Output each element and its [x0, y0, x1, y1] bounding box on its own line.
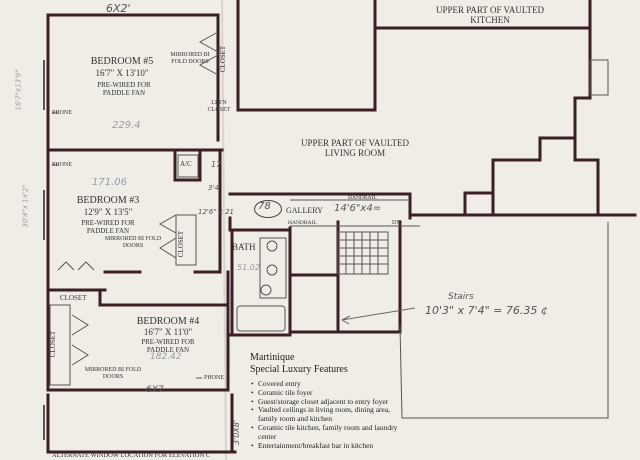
- handrail-label-top: HANDRAIL: [348, 195, 377, 201]
- vanity: [259, 237, 287, 299]
- closet-label-b3: CLOSET: [177, 230, 186, 258]
- bedroom4-size: 16'7" X 11'0": [143, 327, 193, 337]
- phone-label-b5: PHONE: [52, 110, 73, 116]
- bottom-room-walls: [46, 393, 237, 454]
- bedroom5-note: PRE-WIRED FOR PADDLE FAN: [97, 81, 151, 98]
- feature-item: Vaulted ceilings in living room, dining …: [251, 406, 400, 424]
- sink-2: [266, 264, 278, 276]
- closet-label-bottom: CLOSET: [60, 294, 87, 302]
- feature-item: Covered entry: [251, 379, 400, 389]
- stairs-box: [337, 231, 389, 275]
- hand-b3-area: 171.06: [92, 177, 127, 188]
- bifold-label-b4: MIRRORED BI FOLD DOORS: [84, 367, 142, 380]
- bedroom4-note: PRE-WIRED FOR PADDLE FAN: [141, 338, 195, 355]
- features-title-line1: Martinique: [250, 352, 295, 363]
- hand-sm-dim3: 12'6" x 21: [198, 208, 235, 216]
- closet-b3: [175, 214, 197, 266]
- upper-living-label: UPPER PART OF VAULTED LIVING ROOM: [300, 138, 410, 159]
- bedroom5-size: 16'7" X 13'10": [95, 68, 149, 78]
- bedroom3-size: 12'9" X 13'5": [83, 207, 133, 217]
- hand-gallery-dim: 14'6"x4=: [334, 203, 382, 214]
- hand-stairs-calc: 10'3" x 7'4" = 76.35 ¢: [425, 304, 548, 317]
- ac-label: A/C: [180, 160, 192, 168]
- feature-item: Ceramic tile foyer: [251, 388, 400, 398]
- hand-sm-dim2: 3'4: [208, 184, 219, 192]
- bifold-doors-b3: [158, 214, 177, 259]
- hand-stairs-title: Stairs: [448, 292, 474, 302]
- hand-gallery-oval: 78: [258, 201, 271, 212]
- hand-bath-area: 51.02: [237, 263, 260, 272]
- bifold-label-b3: MIRRORED BI FOLD DOORS: [104, 236, 162, 249]
- bath-label: BATH: [232, 242, 256, 252]
- closet-label-left: CLOSET: [49, 330, 58, 358]
- dn-label: DN: [392, 220, 401, 226]
- phone-label-b3: PHONE: [52, 162, 73, 168]
- gallery-oval: [254, 200, 282, 218]
- linen-closet-label: LIN'N CLOSET: [207, 100, 231, 113]
- bathtub: [236, 305, 286, 332]
- hand-left-dim-mid: 30'4"x 14'2": [21, 184, 30, 228]
- bedroom3-name: BEDROOM #3: [76, 195, 140, 206]
- stair-walls: [336, 220, 402, 334]
- handrail-label-mid: HANDRAIL: [288, 220, 317, 226]
- ac-unit: [177, 154, 199, 178]
- bedroom5-name: BEDROOM #5: [90, 56, 154, 67]
- closet-left: [49, 304, 71, 386]
- hand-sm-dim1: 17: [211, 160, 222, 169]
- alt-window-label: ALTERNATE WINDOW LOCATION FOR ELEVATION …: [52, 452, 211, 459]
- hand-b4-area: 182.42: [150, 352, 182, 362]
- upper-kitchen-label: UPPER PART OF VAULTED KITCHEN: [435, 5, 545, 26]
- bifold-doors-b4: [71, 314, 89, 366]
- feature-item: Guest/storage closet adjacent to entry f…: [251, 397, 400, 407]
- hand-bottom-dim: 6X7: [146, 385, 164, 395]
- toilet: [260, 284, 272, 296]
- phone-label-b4: PHONE: [204, 375, 225, 381]
- bifold-doors-b5: [198, 31, 219, 76]
- bath-walls: [228, 228, 292, 337]
- feature-item: Ceramic tile kitchen, family room and la…: [251, 423, 400, 442]
- closet-label-b5: CLOSET: [219, 45, 228, 73]
- hand-side-dim: 3'0X8': [232, 419, 242, 446]
- gallery-label: GALLERY: [286, 206, 323, 215]
- paper-fold-line: [221, 0, 227, 460]
- feature-item: Entertainment/breakfast bar in kitchen: [251, 441, 400, 451]
- bedroom4-walls: [46, 270, 230, 392]
- open-area-outline: [399, 222, 609, 419]
- features-title-line2: Special Luxury Features: [250, 364, 348, 375]
- window-right: [589, 59, 609, 96]
- hand-top-dim: 6X2': [106, 2, 131, 15]
- stairs-arrow: [341, 307, 416, 321]
- features-list: Covered entry Ceramic tile foyer Guest/s…: [250, 379, 400, 451]
- upper-vault-walls: [236, 0, 637, 217]
- sink-1: [266, 240, 278, 252]
- bedroom3-note: PRE-WIRED FOR PADDLE FAN: [81, 219, 135, 236]
- bedroom4-name: BEDROOM #4: [136, 316, 200, 327]
- bifold-label-b5: MIRRORED BI FOLD DOORS: [170, 52, 210, 65]
- features-box: Martinique Special Luxury Features Cover…: [250, 352, 400, 450]
- bifold-doors-closet: [57, 261, 95, 271]
- hand-b5-area: 229.4: [112, 120, 141, 131]
- hand-left-dim-top: 16'7"x13'9": [14, 69, 23, 111]
